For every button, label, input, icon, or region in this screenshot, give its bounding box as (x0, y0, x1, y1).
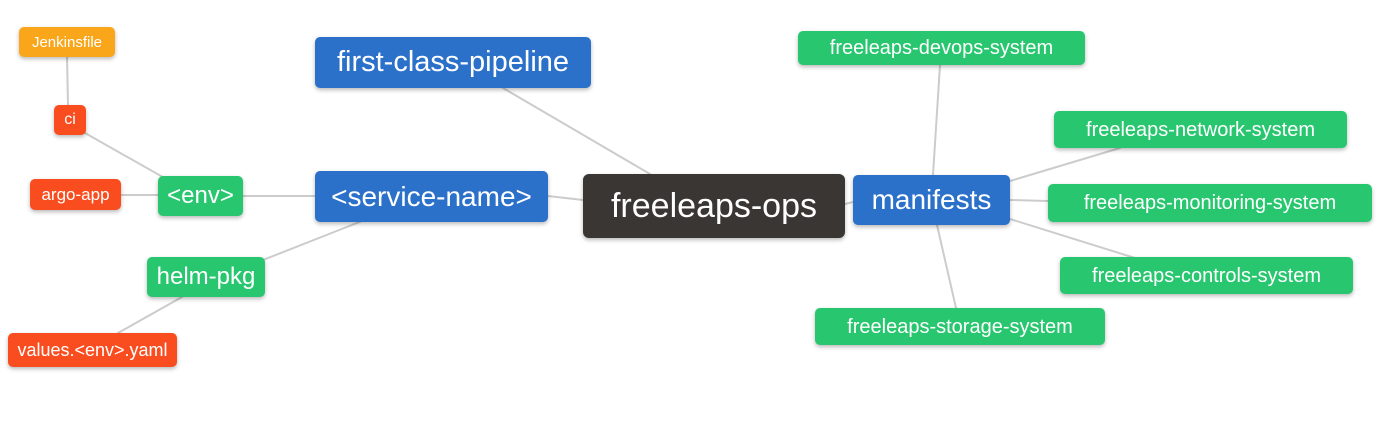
node-service-name[interactable]: <service-name> (315, 171, 548, 222)
edge-service-freeleaps-ops (547, 195, 584, 201)
node-manifests[interactable]: manifests (853, 175, 1010, 225)
node-freeleaps-ops[interactable]: freeleaps-ops (583, 174, 845, 238)
node-jenkinsfile[interactable]: Jenkinsfile (19, 27, 115, 57)
edge-manifests-storage (936, 224, 957, 309)
edge-manifests-controls (1009, 218, 1136, 259)
node-env[interactable]: <env> (158, 176, 243, 216)
edge-jenkinsfile-ci (66, 56, 69, 106)
edge-manifests-devops (932, 64, 941, 176)
node-storage-system[interactable]: freeleaps-storage-system (815, 308, 1105, 345)
edge-pipeline-freeleaps-ops (502, 87, 651, 175)
node-values-env-yaml[interactable]: values.<env>.yaml (8, 333, 177, 367)
node-argo-app[interactable]: argo-app (30, 179, 121, 210)
node-devops-system[interactable]: freeleaps-devops-system (798, 31, 1085, 65)
node-controls-system[interactable]: freeleaps-controls-system (1060, 257, 1353, 294)
edge-manifests-monitoring (1009, 199, 1049, 202)
edge-ci-env (84, 132, 169, 181)
edge-helm-pkg-service-name (262, 220, 363, 261)
node-network-system[interactable]: freeleaps-network-system (1054, 111, 1347, 148)
node-helm-pkg[interactable]: helm-pkg (147, 257, 265, 297)
node-ci[interactable]: ci (54, 105, 86, 135)
edge-freeleaps-ops-manifests (844, 201, 854, 205)
edge-manifests-network (1009, 147, 1121, 182)
edge-values-helm-pkg (117, 296, 183, 334)
node-monitoring-system[interactable]: freeleaps-monitoring-system (1048, 184, 1372, 222)
node-first-class-pipeline[interactable]: first-class-pipeline (315, 37, 591, 88)
